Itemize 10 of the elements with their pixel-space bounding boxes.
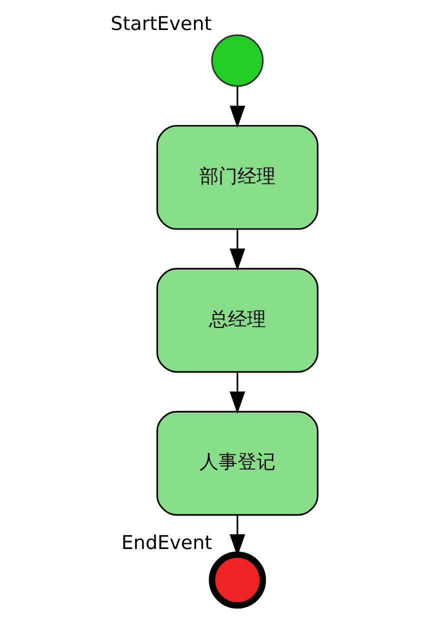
node-label: StartEvent — [110, 12, 212, 35]
node-box: 人事登记 — [156, 410, 318, 516]
arrow — [229, 86, 245, 128]
arrow — [229, 229, 245, 271]
node-box: 部门经理 — [156, 124, 318, 230]
node-circle — [208, 551, 266, 609]
node-circle — [210, 34, 264, 87]
arrow — [229, 372, 245, 414]
node-label: EndEvent — [120, 532, 212, 554]
node-box: 总经理 — [156, 268, 318, 373]
